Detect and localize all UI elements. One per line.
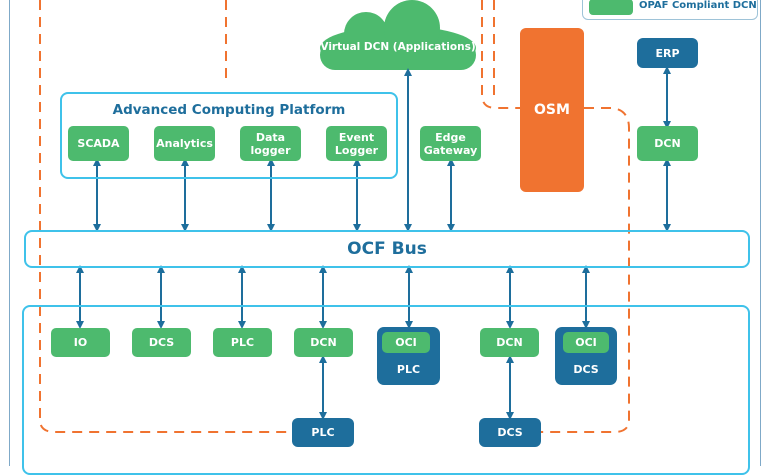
oci-host-label: PLC: [396, 363, 421, 376]
field-device-oci-plc[interactable]: OCI PLC: [377, 327, 440, 385]
legend-label: OPAF Compliant DCN: [639, 0, 757, 11]
acp-title: Advanced Computing Platform: [112, 102, 346, 118]
field-device-dcn[interactable]: DCN: [294, 328, 353, 357]
acp-module-analytics[interactable]: Analytics: [154, 126, 215, 161]
virtual-dcn-cloud-label[interactable]: Virtual DCN (Applications): [320, 41, 476, 53]
edge-gateway[interactable]: Edge Gateway: [420, 126, 481, 161]
sub-device-dcs[interactable]: DCS: [479, 418, 541, 447]
field-device-io[interactable]: IO: [51, 328, 110, 357]
sub-device-plc[interactable]: PLC: [292, 418, 354, 447]
right-dcn-block[interactable]: DCN: [637, 126, 698, 161]
legend: OPAF Compliant DCN: [582, 0, 758, 20]
field-device-oci-dcs[interactable]: OCI DCS: [555, 327, 617, 385]
legend-swatch: [589, 0, 633, 15]
field-device-dcs[interactable]: DCS: [132, 328, 191, 357]
field-device-dcn-2[interactable]: DCN: [480, 328, 539, 357]
osm-block[interactable]: OSM: [520, 28, 584, 192]
ocf-bus-label: OCF Bus: [347, 239, 427, 259]
outer-frame: [9, 0, 761, 466]
erp-block[interactable]: ERP: [637, 38, 698, 68]
oci-module: OCI: [563, 332, 609, 353]
ocf-bus: OCF Bus: [24, 230, 750, 268]
field-device-plc[interactable]: PLC: [213, 328, 272, 357]
acp-module-data-logger[interactable]: Data logger: [240, 126, 301, 161]
oci-host-label: DCS: [573, 363, 599, 376]
osm-label: OSM: [534, 102, 570, 118]
acp-module-scada[interactable]: SCADA: [68, 126, 129, 161]
oci-module: OCI: [382, 332, 430, 353]
advanced-computing-platform: Advanced Computing Platform: [60, 92, 398, 179]
acp-module-event-logger[interactable]: Event Logger: [326, 126, 387, 161]
